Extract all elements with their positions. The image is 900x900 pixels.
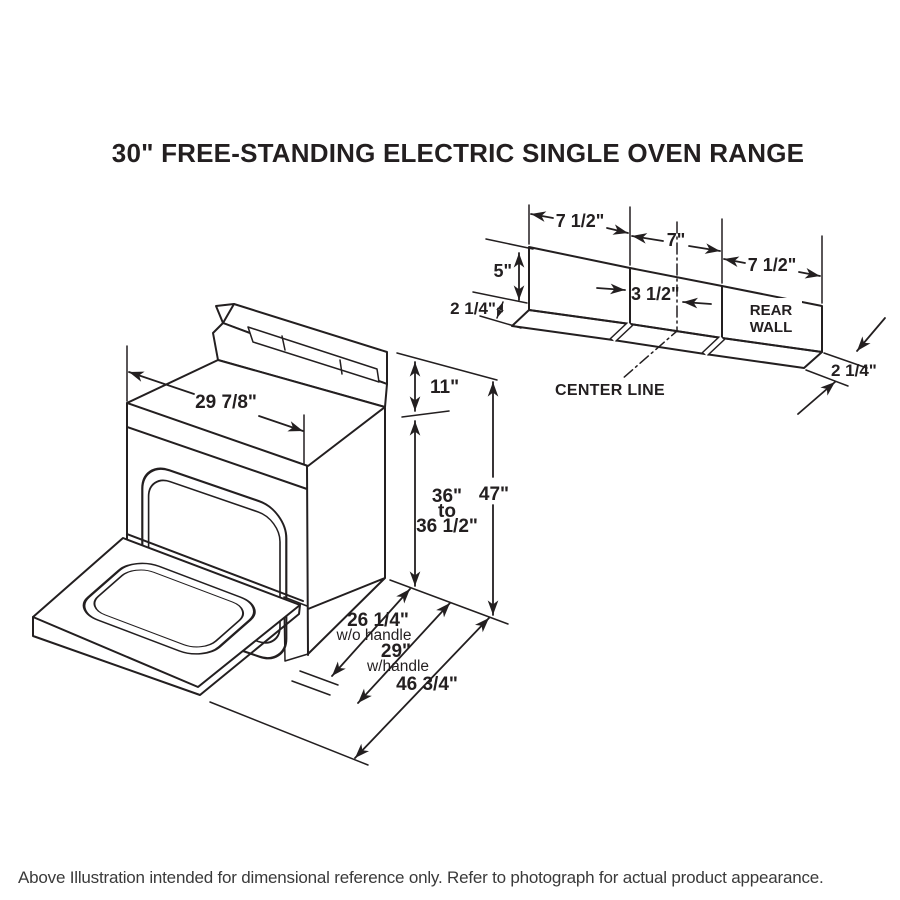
dim-height-conj-label: to [438, 501, 456, 522]
oven-door-window [82, 562, 256, 655]
sill-divider-gap-right [703, 336, 724, 356]
dim-width-label: 29 7/8" [195, 392, 257, 413]
dim-depth-with-handle-note: w/handle [366, 658, 429, 675]
wall-dim-half-center-label: 3 1/2" [631, 284, 680, 304]
dim-line-sill-depth-left [496, 301, 504, 319]
dim-overall-height-label: 47" [479, 484, 509, 505]
oven-door-edge-band [32, 604, 301, 696]
dim-depth-with-handle-label: 29" [381, 641, 411, 662]
dim-depth-door-open-label: 46 3/4" [396, 674, 458, 695]
center-line-label: CENTER LINE [555, 382, 665, 399]
wall-dim-sill-depth-right-label: 2 1/4" [831, 361, 877, 380]
door-window-outer [82, 562, 256, 655]
rear-wall-label-box [741, 298, 802, 336]
sill-divider-gap-left [611, 322, 632, 342]
dim-depth-no-handle-label: 26 1/4" [347, 610, 409, 631]
dim-height-min-label: 36" [432, 486, 462, 507]
wall-dim-sill-depth-left-label: 2 1/4" [450, 299, 496, 318]
rear-wall-label-line2: WALL [750, 319, 793, 336]
wall-dim-height-label: 5" [493, 261, 512, 281]
footnote: Above Illustration intended for dimensio… [18, 868, 824, 887]
dim-arrow-half-center-left [596, 283, 626, 295]
oven-door-face [32, 537, 301, 688]
sill-divider-edges [609, 322, 726, 356]
dim-backsplash-height-label: 11" [430, 377, 459, 398]
wall-dim-right-width-label: 7 1/2" [748, 255, 797, 275]
control-panel-display [247, 326, 380, 383]
range-dimensions: 29 7/8" 11" 36" to 36 1/2" 47" 26 1/4" w… [127, 345, 509, 766]
dim-arrow-half-center-right [682, 297, 712, 309]
dim-line-right-section [724, 259, 820, 276]
dim-depth-no-handle-note: w/o handle [336, 627, 412, 644]
wall-dim-left-width-label: 7 1/2" [556, 211, 605, 231]
dim-line-depth-door-open [354, 617, 490, 759]
body-edges [126, 402, 386, 656]
dim-arrow-sill-right-upper [856, 317, 886, 352]
rear-wall-sill [511, 309, 823, 369]
page-title: 30" FREE-STANDING ELECTRIC SINGLE OVEN R… [111, 138, 805, 169]
dim-arrow-sill-right-lower [797, 381, 836, 415]
rear-wall-diagram: 7 1/2" 7" 7 1/2" 5" 2 1/4" 3 1/2" 2 1/4"… [450, 205, 886, 415]
control-panel-dividers [281, 335, 343, 375]
dim-height-max-label: 36 1/2" [416, 516, 478, 537]
door-window-inner [93, 569, 245, 648]
range-illustration [32, 303, 388, 696]
oven-door-hinge-line [126, 533, 304, 602]
dim-line-width [129, 372, 303, 431]
rear-wall-label-line1: REAR [750, 302, 793, 319]
wall-dim-center-width-label: 7" [667, 230, 686, 250]
